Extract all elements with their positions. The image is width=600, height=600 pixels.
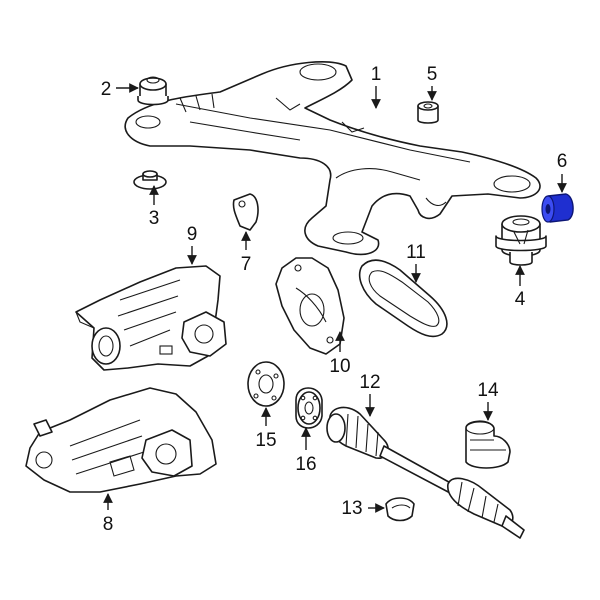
flange-part-16[interactable] — [295, 387, 323, 429]
callout-8[interactable]: 8 — [103, 514, 114, 535]
callout-numbers: 1 2 3 4 5 6 7 8 9 10 11 12 13 14 15 16 — [101, 64, 568, 535]
leader-lines — [103, 83, 567, 513]
callout-9[interactable]: 9 — [187, 224, 198, 245]
callout-13[interactable]: 13 — [341, 498, 362, 519]
cover-part-10[interactable] — [275, 257, 345, 355]
callout-1[interactable]: 1 — [371, 64, 382, 85]
callout-10[interactable]: 10 — [329, 356, 350, 377]
callout-12[interactable]: 12 — [359, 372, 380, 393]
differential-part-8[interactable] — [25, 387, 217, 493]
callout-7[interactable]: 7 — [241, 254, 252, 275]
clip-part-13[interactable] — [385, 497, 415, 522]
bushing-part-5[interactable] — [417, 101, 439, 124]
subframe-part-1[interactable] — [124, 61, 541, 256]
callout-11[interactable]: 11 — [406, 242, 426, 263]
callout-6[interactable]: 6 — [557, 151, 568, 172]
mount-part-3[interactable] — [133, 170, 167, 190]
axle-shaft-part-12[interactable] — [326, 406, 525, 539]
flange-part-15[interactable] — [247, 361, 285, 407]
differential-part-9[interactable] — [75, 265, 227, 371]
boot-part-14[interactable] — [465, 420, 511, 469]
callout-16[interactable]: 16 — [295, 454, 316, 475]
bracket-part-7[interactable] — [232, 193, 259, 231]
brace-part-11[interactable] — [358, 259, 448, 338]
callout-14[interactable]: 14 — [477, 380, 499, 401]
callout-2[interactable]: 2 — [101, 79, 112, 100]
callout-5[interactable]: 5 — [427, 64, 438, 85]
callout-15[interactable]: 15 — [255, 430, 276, 451]
bushing-part-6-highlighted[interactable] — [541, 193, 574, 223]
callout-4[interactable]: 4 — [515, 289, 526, 310]
mount-part-4[interactable] — [495, 215, 547, 266]
mount-part-2[interactable] — [137, 76, 169, 106]
callout-3[interactable]: 3 — [149, 208, 160, 229]
